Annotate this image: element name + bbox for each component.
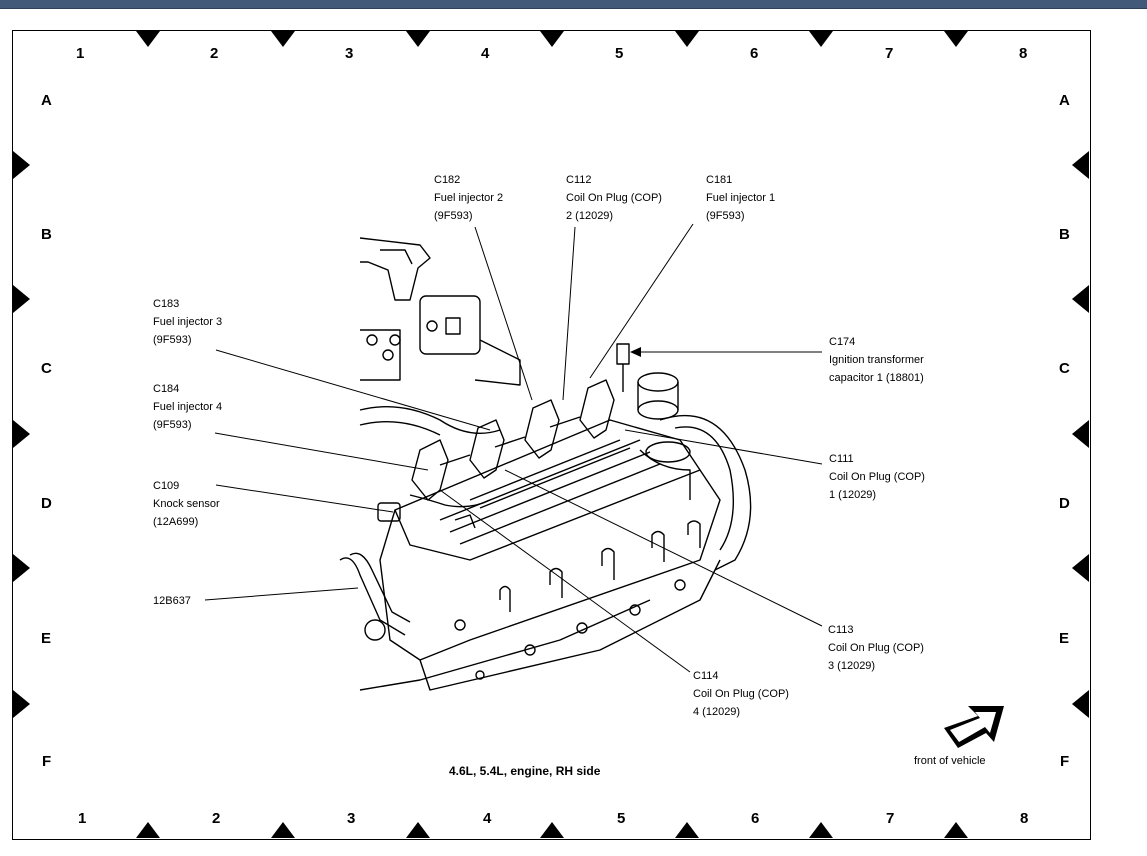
label-c114-name: Coil On Plug (COP) — [693, 688, 789, 700]
label-c182-name: Fuel injector 2 — [434, 192, 504, 204]
label-c174-part: capacitor 1 (18801) — [829, 372, 924, 384]
label-c113-name: Coil On Plug (COP) — [828, 642, 924, 654]
grid-col-top-2: 2 — [210, 45, 219, 62]
label-c114-id: C114 — [693, 670, 719, 682]
label-12b637: 12B637 — [153, 592, 191, 610]
label-c114-part: 4 (12029) — [693, 706, 741, 718]
grid-row-right-c: C — [1059, 360, 1070, 377]
label-c181-id: C181 — [706, 174, 733, 186]
grid-row-right-b: B — [1059, 226, 1070, 243]
leader-lines — [204, 223, 823, 673]
grid-row-right-a: A — [1059, 92, 1070, 109]
label-c183: C183 Fuel injector 3 (9F593) — [153, 295, 222, 349]
grid-col-top-5: 5 — [615, 45, 624, 62]
grid-col-bottom-4: 4 — [483, 810, 492, 827]
engine-illustration — [339, 237, 752, 691]
label-c183-part: (9F593) — [153, 334, 192, 346]
grid-row-left-e: E — [41, 630, 52, 647]
grid-row-right-f: F — [1060, 753, 1070, 770]
label-c113-id: C113 — [828, 624, 854, 636]
label-c113-part: 3 (12029) — [828, 660, 876, 672]
label-12b637-id: 12B637 — [153, 595, 191, 607]
grid-col-top-3: 3 — [345, 45, 354, 62]
grid-col-top-6: 6 — [750, 45, 759, 62]
label-c174-id: C174 — [829, 336, 856, 348]
label-c111-id: C111 — [829, 453, 854, 465]
label-c112-id: C112 — [566, 174, 592, 186]
front-arrow-icon — [944, 706, 1004, 748]
front-of-vehicle-label: front of vehicle — [914, 755, 986, 767]
grid-col-bottom-3: 3 — [347, 810, 356, 827]
label-c181: C181 Fuel injector 1 (9F593) — [706, 171, 775, 225]
grid-col-bottom-2: 2 — [212, 810, 221, 827]
label-c112: C112 Coil On Plug (COP) 2 (12029) — [566, 171, 662, 225]
label-c109-part: (12A699) — [153, 516, 199, 528]
label-c111: C111 Coil On Plug (COP) 1 (12029) — [829, 450, 925, 504]
label-c184-name: Fuel injector 4 — [153, 401, 223, 413]
grid-row-right-d: D — [1059, 495, 1070, 512]
grid-col-top-4: 4 — [481, 45, 490, 62]
grid-markers — [13, 31, 1089, 838]
grid-row-left-a: A — [41, 92, 52, 109]
window-header-bar — [0, 0, 1147, 9]
label-c182-id: C182 — [434, 174, 461, 186]
grid-row-left-d: D — [41, 495, 52, 512]
grid-row-left-b: B — [41, 226, 52, 243]
label-c113: C113 Coil On Plug (COP) 3 (12029) — [828, 621, 924, 675]
label-c174: C174 Ignition transformer capacitor 1 (1… — [829, 333, 924, 387]
label-c182: C182 Fuel injector 2 (9F593) — [434, 171, 503, 225]
label-c184-part: (9F593) — [153, 419, 192, 431]
label-c109: C109 Knock sensor (12A699) — [153, 477, 220, 531]
label-c114: C114 Coil On Plug (COP) 4 (12029) — [693, 667, 789, 721]
grid-col-bottom-1: 1 — [78, 810, 87, 827]
diagram-sheet — [12, 30, 1091, 840]
grid-col-bottom-8: 8 — [1020, 810, 1029, 827]
label-c183-name: Fuel injector 3 — [153, 316, 223, 328]
label-c181-part: (9F593) — [706, 210, 745, 222]
grid-col-top-7: 7 — [885, 45, 894, 62]
grid-col-bottom-7: 7 — [886, 810, 895, 827]
grid-row-left-f: F — [42, 753, 52, 770]
label-c109-id: C109 — [153, 480, 180, 492]
grid-col-bottom-5: 5 — [617, 810, 626, 827]
label-c184-id: C184 — [153, 383, 180, 395]
grid-col-bottom-6: 6 — [751, 810, 760, 827]
label-c183-id: C183 — [153, 298, 180, 310]
label-c111-part: 1 (12029) — [829, 489, 877, 501]
label-c184: C184 Fuel injector 4 (9F593) — [153, 380, 222, 434]
label-c181-name: Fuel injector 1 — [706, 192, 776, 204]
label-c182-part: (9F593) — [434, 210, 473, 222]
label-c174-name: Ignition transformer — [829, 354, 924, 366]
grid-row-left-c: C — [41, 360, 52, 377]
label-c112-part: 2 (12029) — [566, 210, 614, 222]
label-c109-name: Knock sensor — [153, 498, 220, 510]
grid-col-top-8: 8 — [1019, 45, 1028, 62]
grid-col-top-1: 1 — [76, 45, 85, 62]
grid-row-right-e: E — [1059, 630, 1070, 647]
label-c112-name: Coil On Plug (COP) — [566, 192, 662, 204]
diagram-caption: 4.6L, 5.4L, engine, RH side — [449, 764, 601, 778]
label-c111-name: Coil On Plug (COP) — [829, 471, 925, 483]
